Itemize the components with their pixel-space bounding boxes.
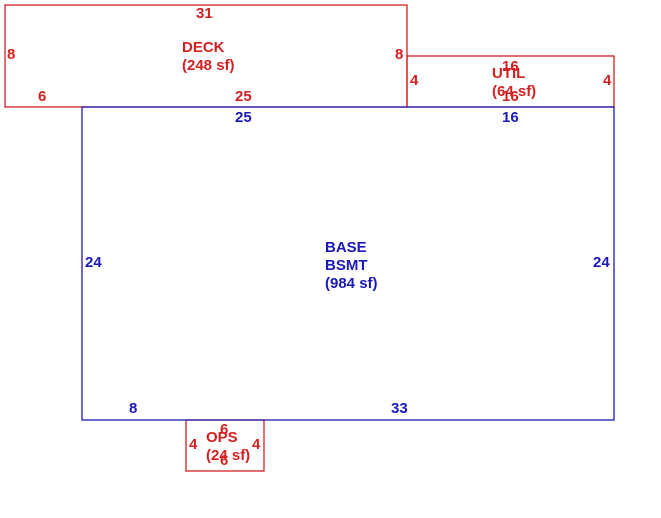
- base-dim-top-left: 25: [235, 109, 252, 126]
- deck-dim-right: 8: [395, 46, 404, 63]
- ops-area: (24 sf): [206, 447, 251, 464]
- deck-dim-top: 31: [196, 5, 213, 22]
- base-subname: BSMT: [325, 257, 368, 274]
- base-name: BASE: [325, 239, 367, 256]
- ops-dim-bottom: 6: [220, 452, 229, 469]
- base-dim-right: 24: [593, 254, 610, 271]
- ops-dim-right: 4: [252, 436, 261, 453]
- ops-dim-top: 6: [220, 421, 229, 438]
- util-dim-left: 4: [410, 72, 419, 89]
- ops-name: OPS: [206, 429, 238, 446]
- deck-area: (248 sf): [182, 57, 235, 74]
- util-dim-right: 4: [603, 72, 612, 89]
- base-area: (984 sf): [325, 275, 378, 292]
- base-dim-bottom-left: 8: [129, 400, 138, 417]
- util-name: UTIL: [492, 65, 526, 82]
- deck-dim-bottom: 25: [235, 88, 252, 105]
- ops-dim-left: 4: [189, 436, 198, 453]
- deck-dim-left: 8: [7, 46, 16, 63]
- util-area: (64 sf): [492, 83, 537, 100]
- util-dim-bottom: 16: [502, 88, 519, 105]
- deck-dim-bottom-left: 6: [38, 88, 47, 105]
- base-outline: [81, 106, 615, 421]
- base-dim-bottom-right: 33: [391, 400, 408, 417]
- base-dim-top-right: 16: [502, 109, 519, 126]
- util-dim-top: 16: [502, 58, 519, 75]
- deck-name: DECK: [182, 39, 225, 56]
- base-dim-left: 24: [85, 254, 102, 271]
